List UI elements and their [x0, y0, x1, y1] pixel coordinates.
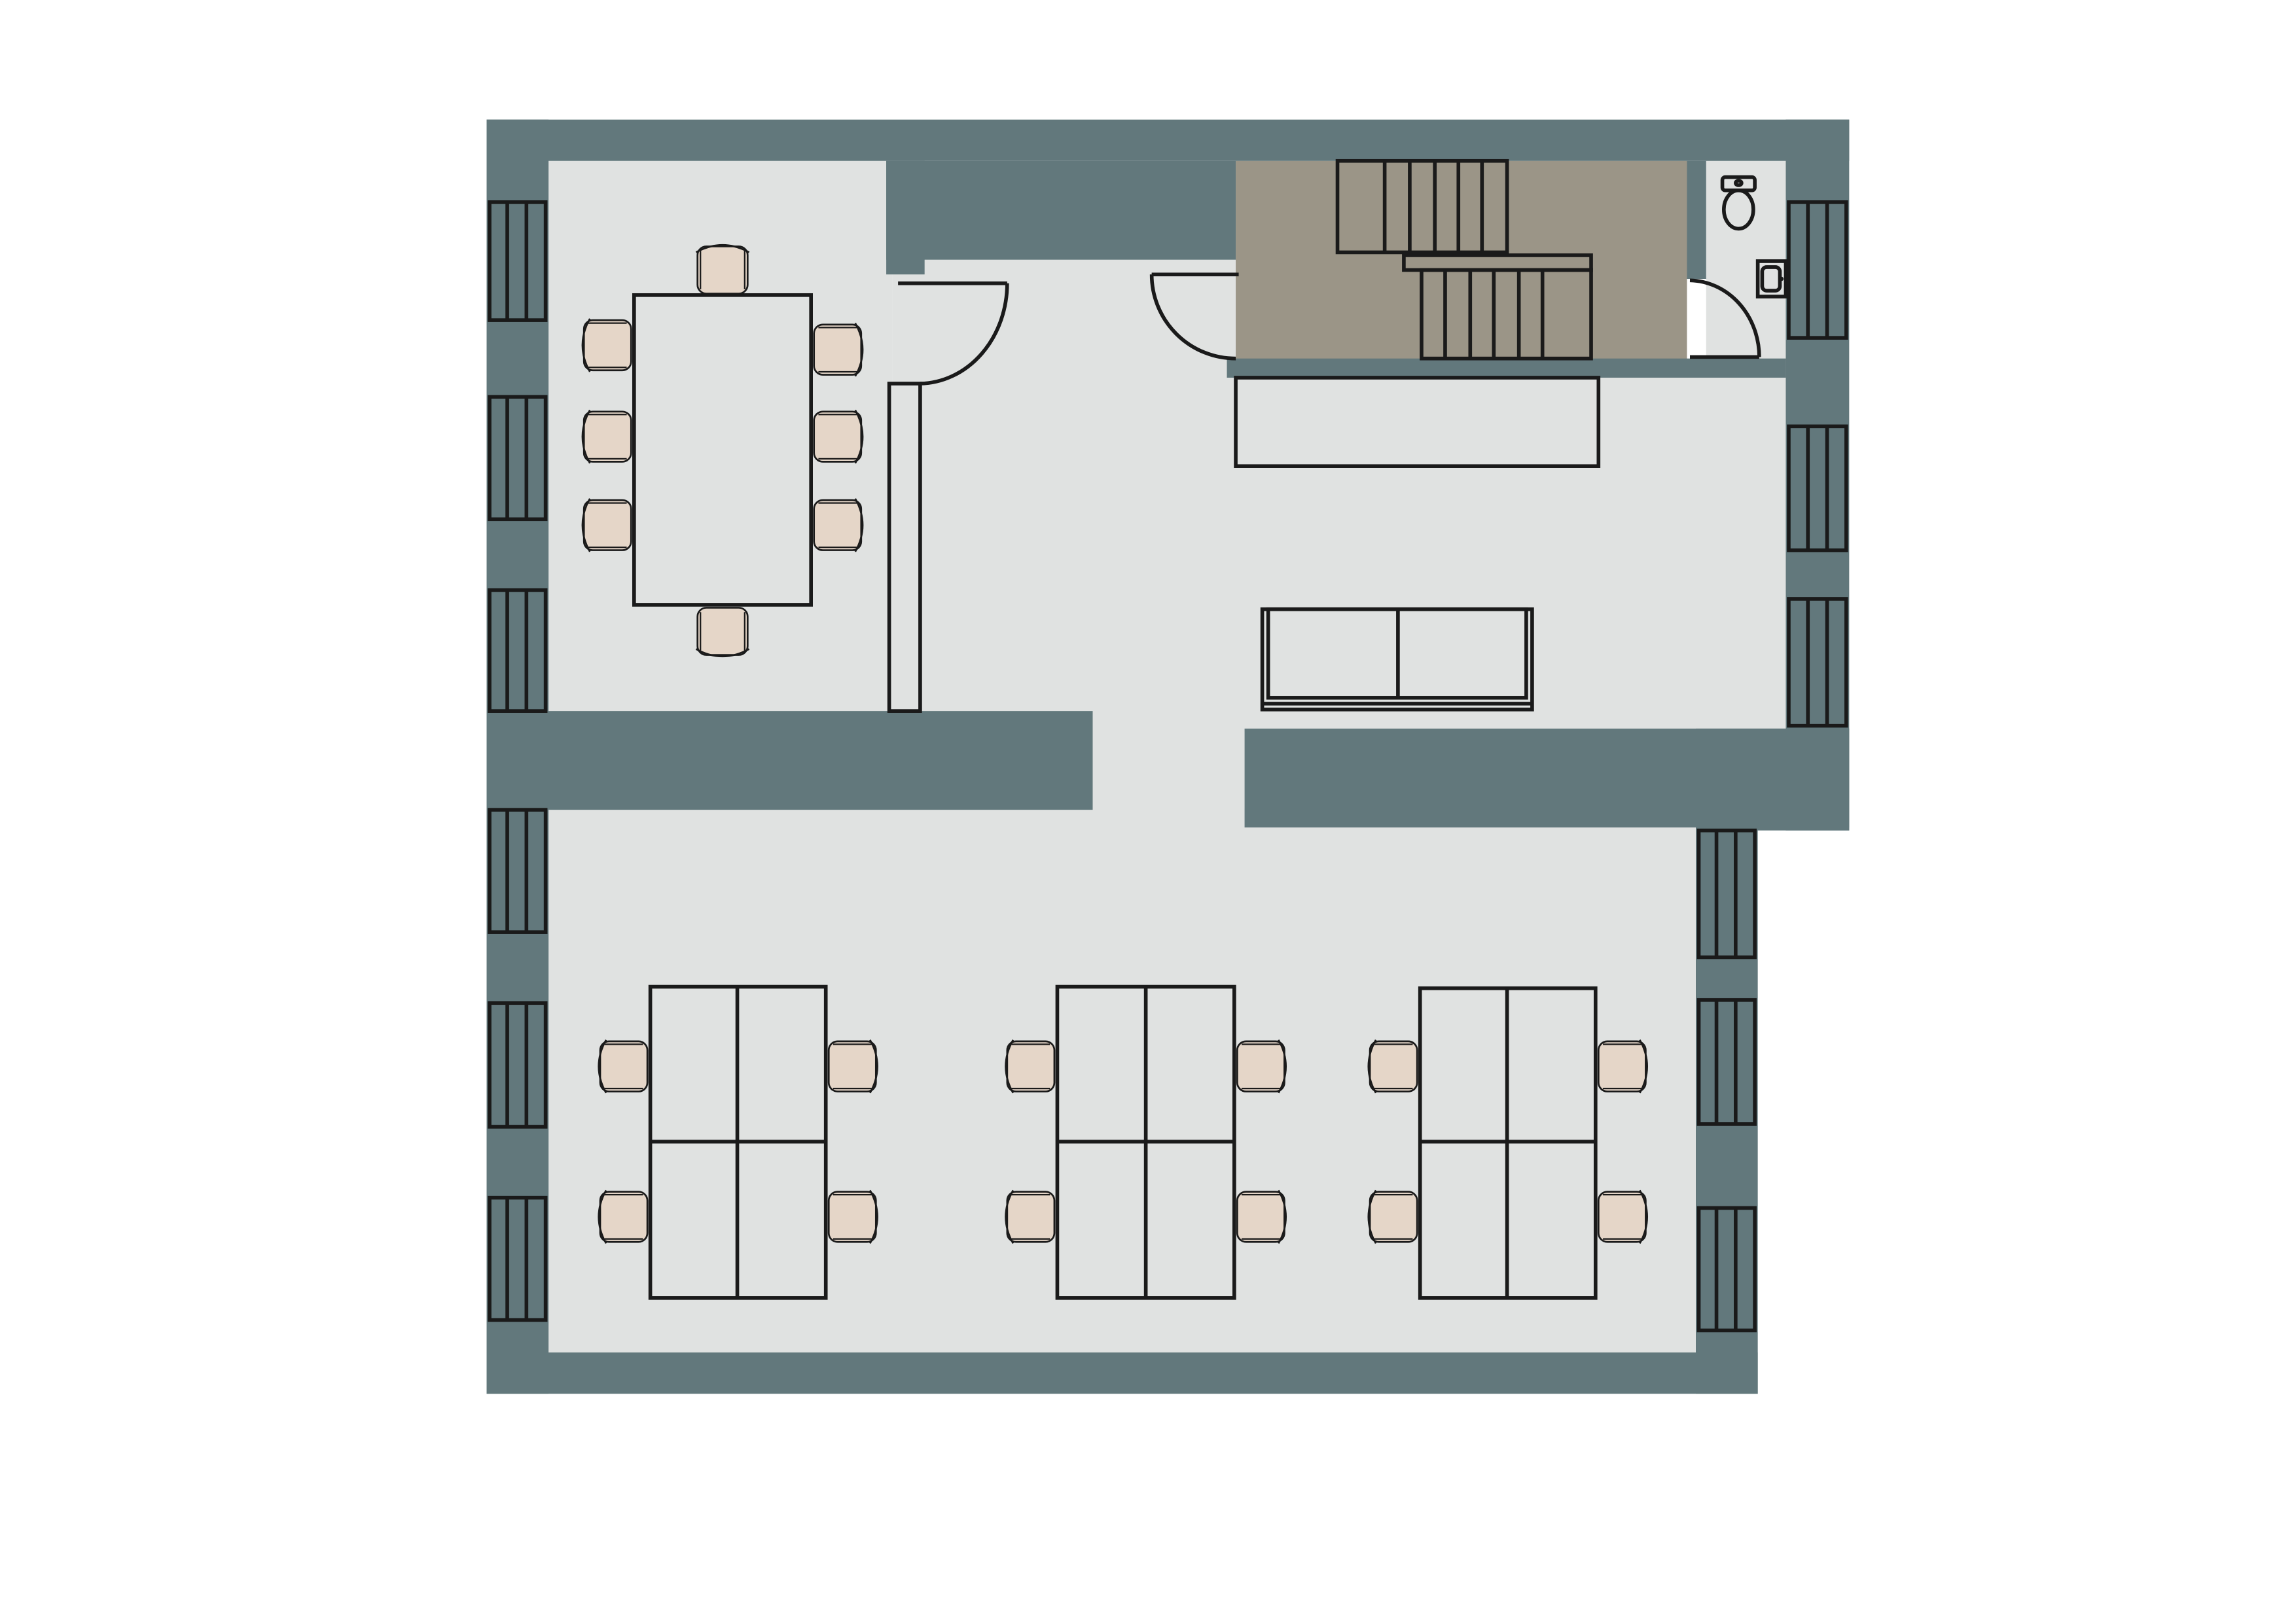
stairwell-floor: [1236, 160, 1687, 360]
chairs: [581, 244, 1649, 1244]
walls: [486, 119, 1850, 1394]
chair: [1597, 1189, 1649, 1244]
wall-mid-right: [1244, 729, 1850, 828]
corridor-floor: [892, 259, 1246, 732]
wall-upper-pier: [886, 160, 925, 275]
door-stairwell[interactable]: [1149, 272, 1239, 361]
door-meeting-room[interactable]: [898, 281, 1009, 386]
window-right-4: [1696, 828, 1757, 960]
chair: [581, 498, 632, 552]
window-right-3: [1787, 597, 1848, 728]
chair: [1367, 1039, 1418, 1094]
window-right-5: [1696, 998, 1757, 1126]
window-left-2: [488, 395, 548, 522]
wall-mid-left: [486, 711, 1093, 810]
desk-cluster: [648, 984, 828, 1300]
toilet-icon: [1720, 175, 1757, 231]
chair: [827, 1189, 878, 1244]
chair: [695, 244, 750, 295]
chair: [1236, 1189, 1287, 1244]
chair: [1367, 1189, 1418, 1244]
hall-floor: [1091, 708, 1245, 826]
wall-upper-block: [886, 160, 1236, 260]
desk-cluster: [1418, 986, 1598, 1300]
chair: [598, 1189, 649, 1244]
chair: [581, 409, 632, 464]
stairs-lower-flight: [1420, 268, 1593, 361]
chair: [598, 1039, 649, 1094]
window-right-6: [1696, 1206, 1757, 1333]
door-washroom[interactable]: [1689, 278, 1761, 359]
chair: [1597, 1039, 1649, 1094]
wall-stair-bottom: [1227, 358, 1786, 378]
stairs-upper-flight: [1335, 158, 1509, 255]
chair: [581, 318, 632, 372]
window-right-2: [1787, 424, 1848, 552]
conference-table: [632, 293, 813, 607]
open-office-floor: [548, 808, 1699, 1354]
chair: [1236, 1039, 1287, 1094]
sink-icon: [1755, 259, 1788, 298]
reception-counter: [1234, 376, 1601, 468]
window-left-5: [488, 1001, 548, 1129]
chair: [1005, 1189, 1056, 1244]
wall-top: [486, 119, 1850, 161]
chair: [695, 607, 750, 658]
desk-cluster: [1055, 984, 1236, 1300]
wall-bottom: [486, 1352, 1758, 1394]
window-right-1: [1787, 200, 1848, 340]
stairs: [1335, 158, 1593, 361]
window-left-1: [488, 200, 548, 322]
wall-right-lower: [1696, 825, 1758, 1394]
wall-right-upper: [1785, 119, 1850, 831]
chair: [813, 322, 864, 377]
wall-stair-partition: [1687, 160, 1706, 280]
chair: [813, 409, 864, 464]
sofa: [1260, 607, 1534, 712]
windows: [488, 200, 1848, 1333]
chair: [1005, 1039, 1056, 1094]
window-left-6: [488, 1195, 548, 1322]
chair: [813, 498, 864, 552]
window-left-4: [488, 808, 548, 934]
window-left-3: [488, 588, 548, 713]
meeting-room-partition: [887, 382, 922, 713]
chair: [827, 1039, 878, 1094]
reception-floor: [1236, 377, 1786, 732]
